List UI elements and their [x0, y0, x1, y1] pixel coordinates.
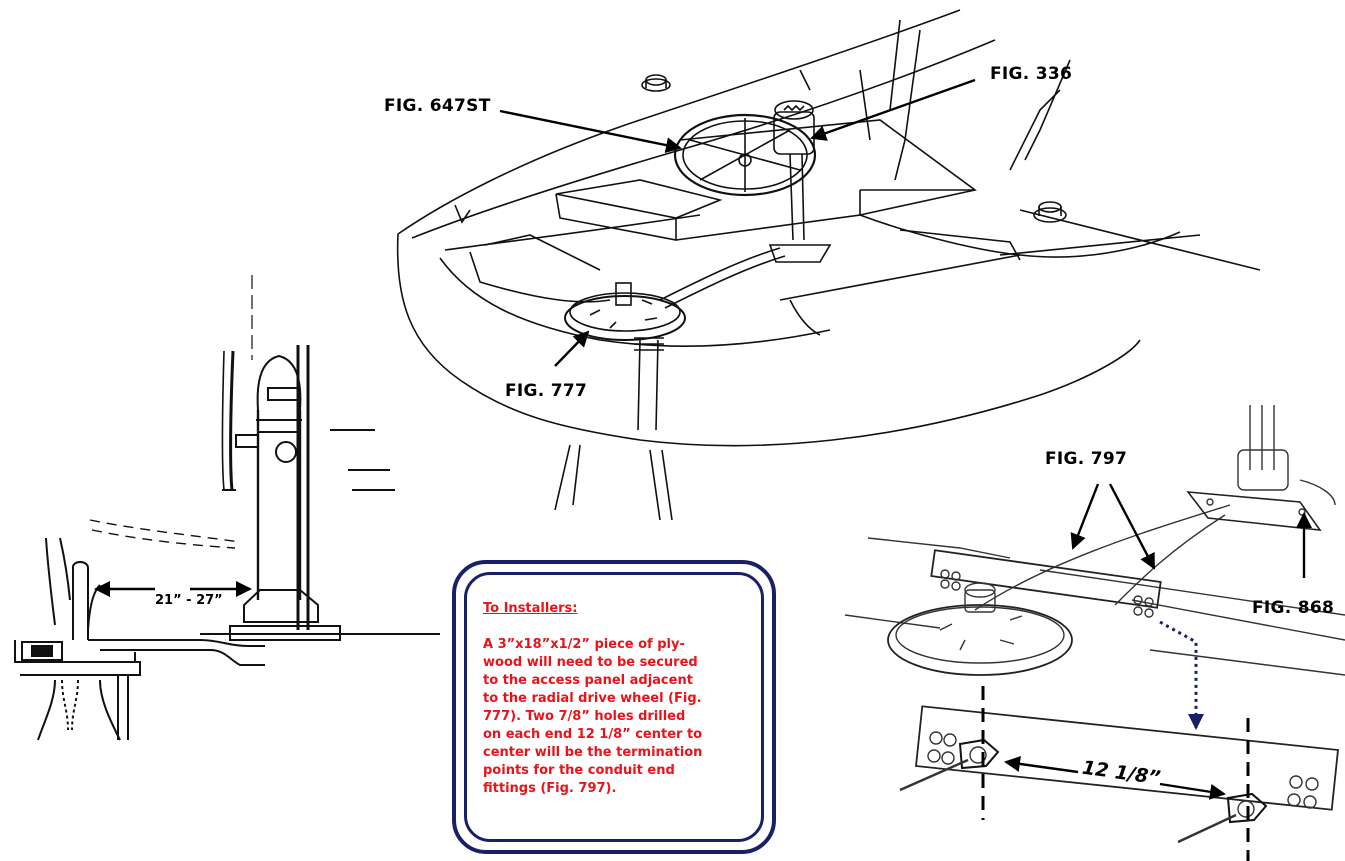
arrow-fig-797-a: [1070, 483, 1100, 550]
label-fig-777: FIG. 777: [505, 381, 588, 401]
arrow-fig-336: [810, 78, 976, 141]
label-fig-868: FIG. 868: [1252, 598, 1335, 618]
installer-note-body: A 3”x18”x1/2” piece of ply- wood will ne…: [483, 637, 703, 796]
arrow-fig-777: [554, 330, 590, 367]
label-fig-797: FIG. 797: [1045, 449, 1128, 469]
boat-cockpit-drawing: [396, 9, 1261, 521]
dimension-21-27: 21” - 27”: [155, 593, 223, 608]
dim-arrow-12-right: [1159, 782, 1226, 800]
pedestal-side-view-drawing: [14, 275, 440, 741]
installer-note-title: To Installers:: [483, 601, 578, 616]
leader-arrows: [94, 78, 1312, 800]
arrow-fig-647st: [499, 109, 682, 154]
dim-arrow-12-left: [1004, 756, 1079, 774]
label-fig-647st: FIG. 647ST: [384, 96, 491, 116]
dotted-placement-arrow: [1159, 620, 1204, 730]
label-fig-336: FIG. 336: [990, 64, 1073, 84]
arrow-fig-797-b: [1108, 483, 1156, 570]
installer-note-box: To Installers: A 3”x18”x1/2” piece of pl…: [452, 560, 776, 854]
